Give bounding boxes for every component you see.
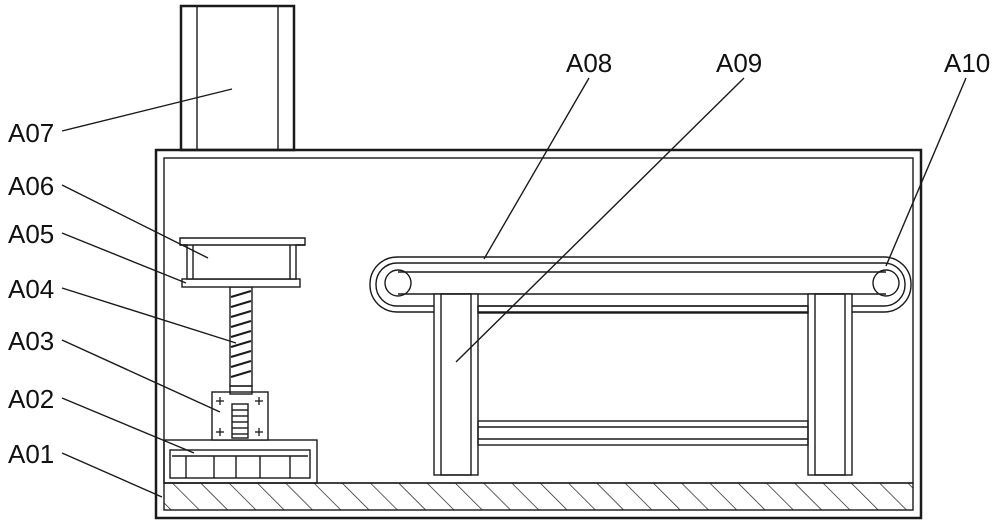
conveyor-support	[433, 293, 853, 476]
vertical-column	[179, 4, 296, 152]
label-a02: A02	[8, 384, 54, 414]
label-a07: A07	[8, 118, 54, 148]
label-a08: A08	[566, 48, 612, 78]
label-a05: A05	[8, 219, 54, 249]
label-a03: A03	[8, 326, 54, 356]
motor-block	[211, 385, 269, 441]
motor-bolt-icons	[216, 397, 263, 436]
label-a09: A09	[716, 48, 762, 78]
part-labels: A07 A06 A05 A04 A03 A02 A01 A08 A09 A10	[8, 48, 990, 469]
label-a04: A04	[8, 274, 54, 304]
base-plate	[163, 482, 914, 511]
tray	[179, 237, 306, 280]
housing-frame	[154, 148, 923, 520]
label-a06: A06	[8, 171, 54, 201]
leader-lines	[61, 77, 967, 498]
label-a10: A10	[944, 48, 990, 78]
right-roller-icon	[872, 269, 900, 297]
bottom-mount	[163, 439, 318, 484]
platform-plate	[181, 278, 301, 288]
left-roller-icon	[384, 269, 412, 297]
lead-screw	[229, 286, 253, 387]
label-a01: A01	[8, 439, 54, 469]
